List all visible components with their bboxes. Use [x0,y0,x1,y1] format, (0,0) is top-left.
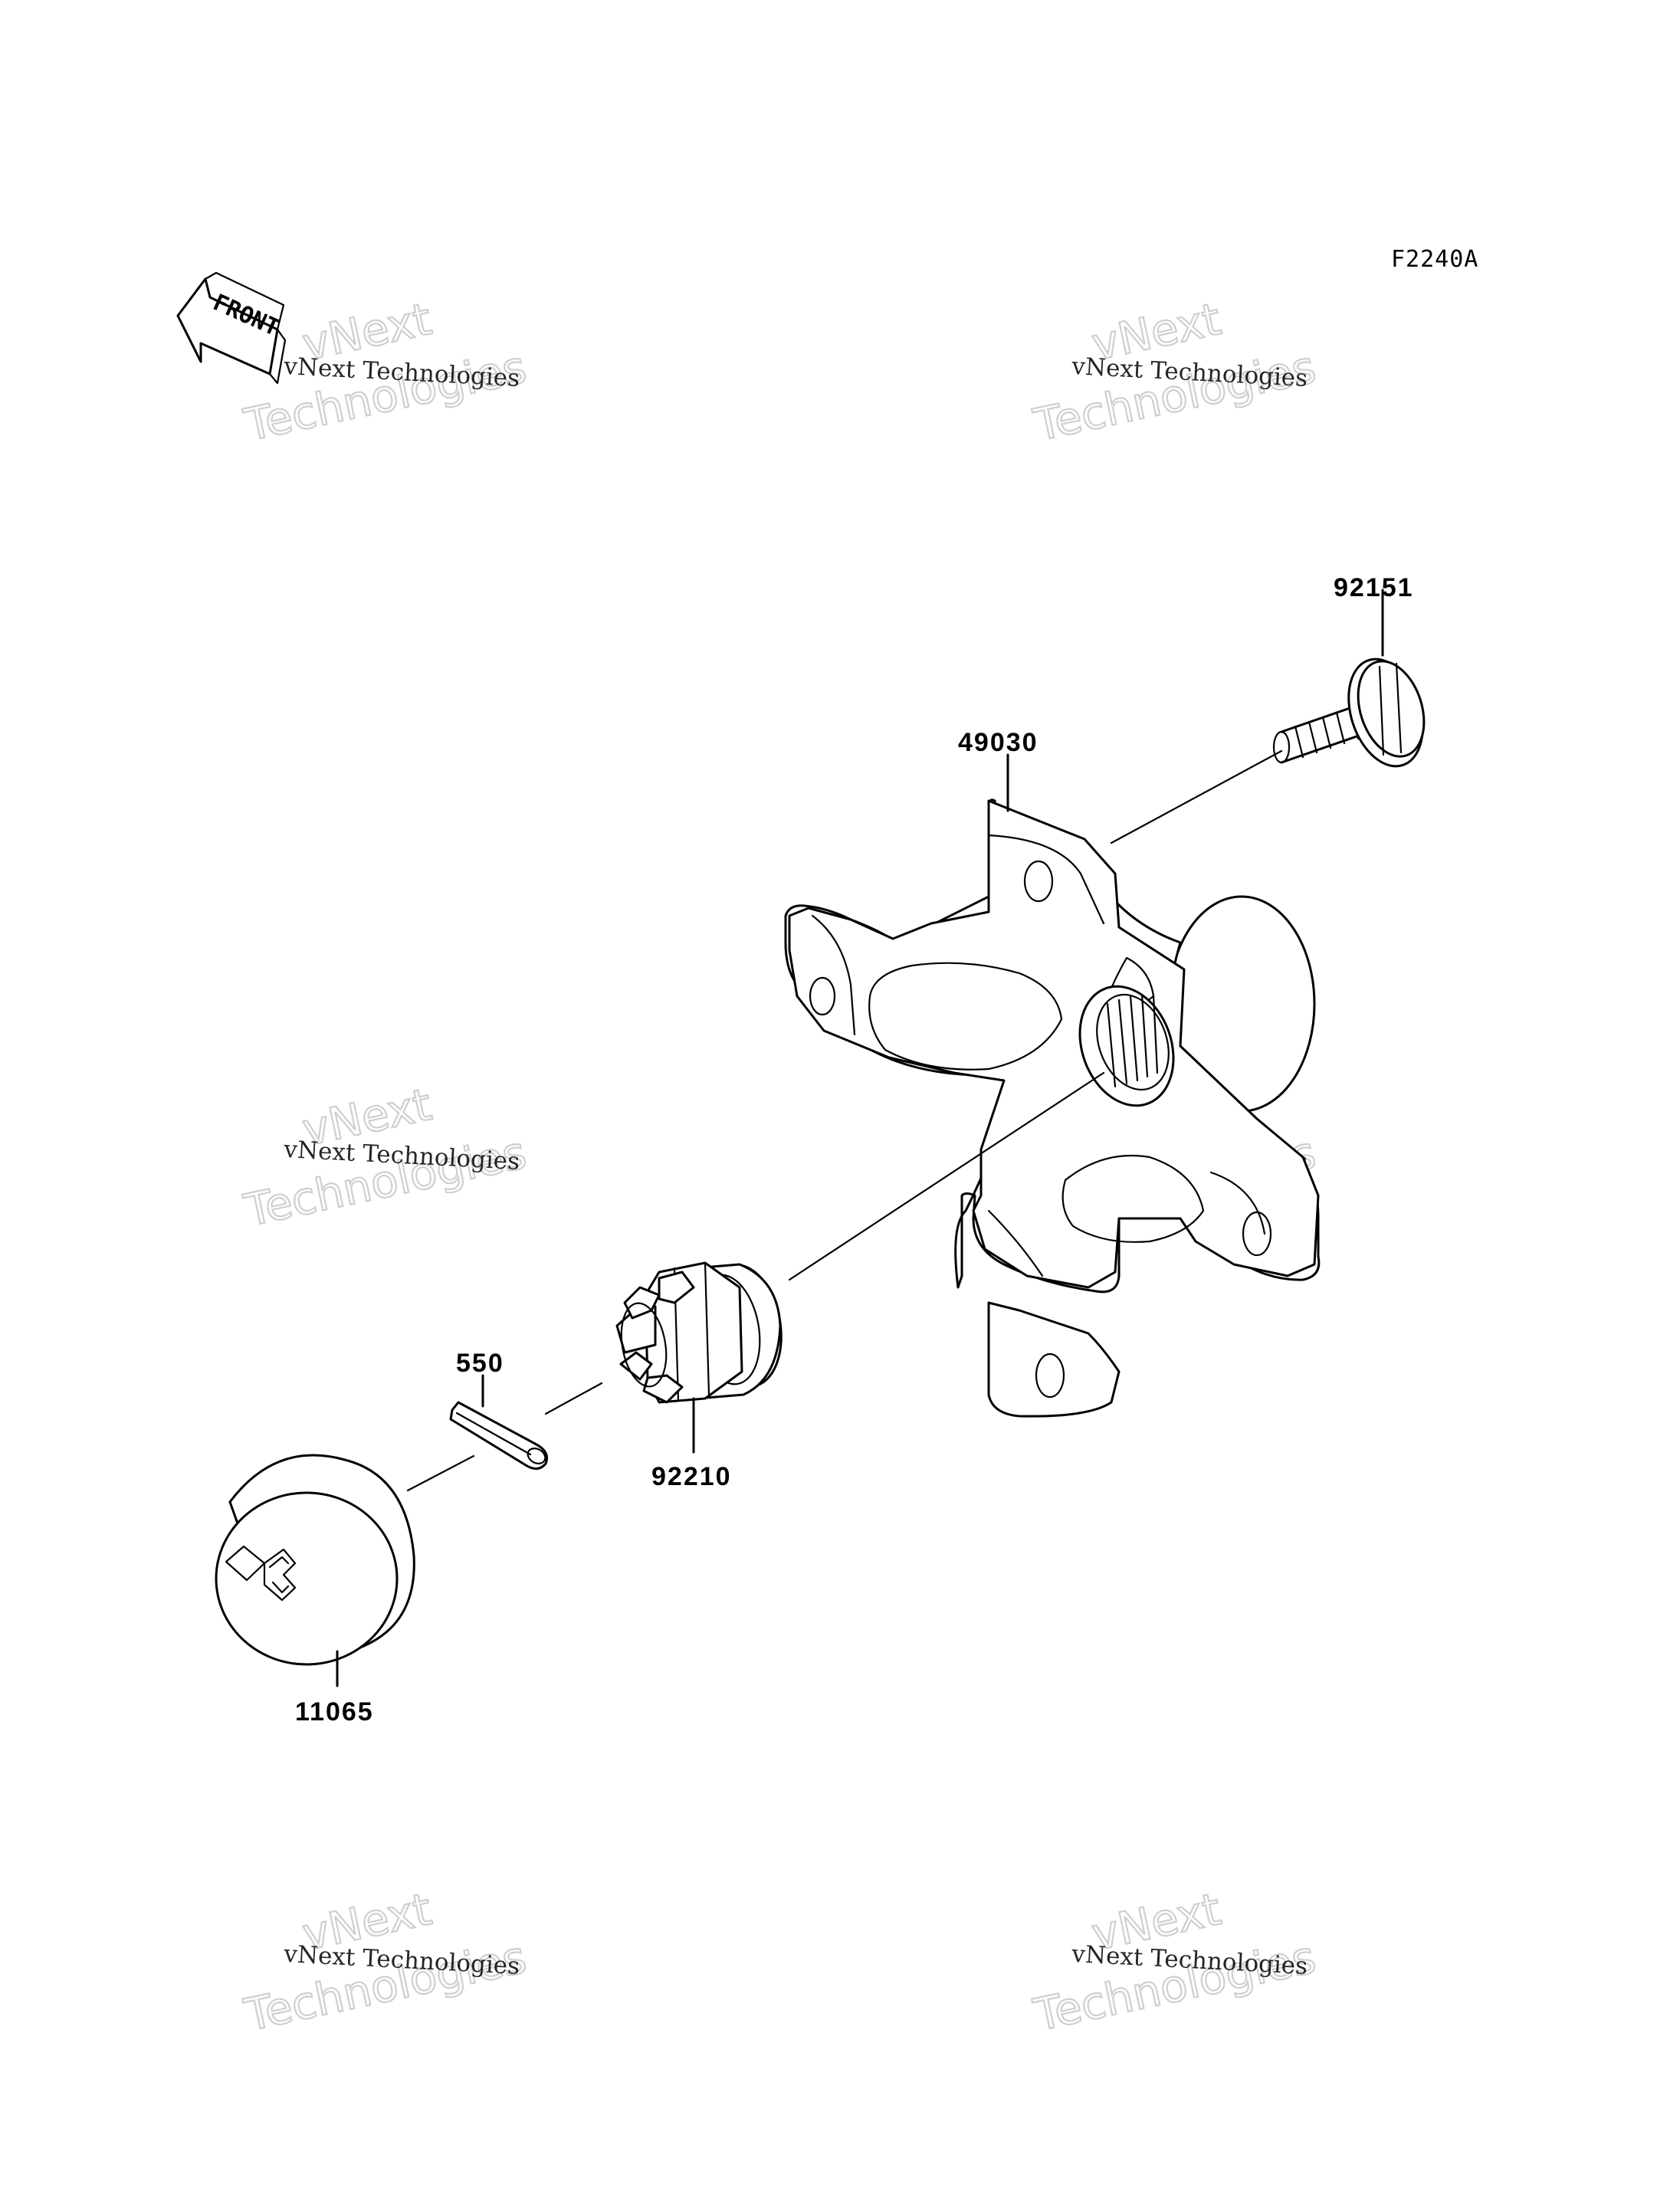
castle-nut-part [615,1261,783,1404]
front-arrow-icon: FRONT [176,271,287,385]
part-label-cotter-pin: 550 [456,1349,504,1378]
hub-part [784,798,1321,1418]
watermark-bottom-right: vNext Technologies vNext Technologies [1029,1882,1321,2042]
pin-axis-line [406,1454,475,1492]
part-label-stud: 92151 [1334,573,1414,602]
watermark-top-right: vNext Technologies vNext Technologies [1029,292,1321,452]
watermark-bottom-left: vNext Technologies vNext Technologies [239,1882,532,2042]
wheel-stud-part [1272,657,1426,768]
diagram-code: F2240A [1391,246,1478,273]
watermark-mid-left: vNext Technologies vNext Technologies [239,1077,532,1238]
part-label-castle-nut: 92210 [651,1462,732,1491]
watermark-top-left: vNext Technologies vNext Technologies [239,292,532,452]
hub-axis-line [788,1071,1105,1281]
hub-cap-part [215,1454,415,1666]
nut-axis-line [544,1382,603,1415]
part-label-hub-cap: 11065 [295,1697,374,1726]
cotter-pin-part [449,1401,548,1470]
kawasaki-logo-icon [225,1545,297,1602]
part-label-hub: 49030 [958,728,1039,757]
stud-axis-line [1110,749,1283,844]
